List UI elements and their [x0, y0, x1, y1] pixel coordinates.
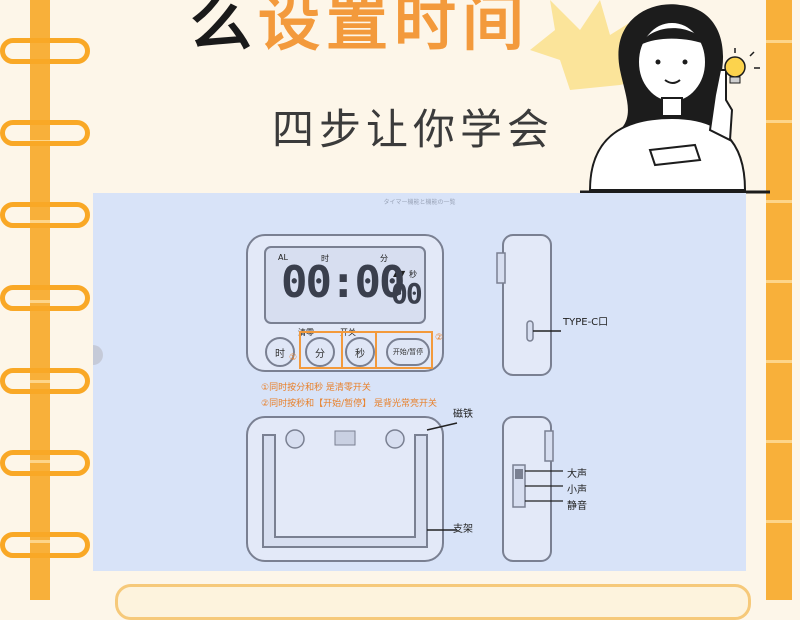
figure-caption: タイマー機能と機能の一覧 [383, 199, 456, 206]
hour-button[interactable]: 时 [265, 337, 295, 367]
timer-side-outline [496, 234, 561, 376]
lightbulb-icon [715, 48, 760, 84]
switch-loud-label: 大声 [567, 469, 587, 480]
note-backlight: ②同时按秒和【开始/暂停】 是背光常亮开关 [261, 399, 437, 409]
highlight-start-group [341, 331, 433, 369]
right-rail [766, 0, 792, 600]
display-sec: 秒 [409, 270, 417, 279]
panel-scroll-tab[interactable] [93, 345, 103, 365]
title-dark: 么 [190, 0, 259, 59]
marker-2: ② [435, 333, 444, 343]
highlight-clear-group [299, 331, 377, 369]
page-title: 么设置时间 [190, 0, 530, 62]
display-min: 分 [380, 254, 388, 263]
magnet-label: 磁铁 [453, 409, 473, 420]
display-arrows: ▲▼ [393, 269, 406, 278]
switch-quiet-label: 小声 [567, 485, 587, 496]
binder-ring [0, 285, 90, 311]
timer-front-outline [246, 234, 444, 372]
binder-ring [0, 120, 90, 146]
binder-ring [0, 450, 90, 476]
typec-label: TYPE-C口 [563, 317, 609, 328]
display-digits-main: 00:00 [281, 257, 405, 308]
binder-ring [0, 368, 90, 394]
minute-button[interactable]: 分 [305, 337, 335, 367]
bottom-card [115, 584, 751, 620]
binder-ring [0, 202, 90, 228]
note-clear: ①同时按分和秒 是清零开关 [261, 383, 371, 393]
display-hour: 时 [321, 254, 329, 263]
marker-1: ① [289, 353, 298, 363]
title-orange: 设置时间 [258, 0, 531, 59]
second-button[interactable]: 秒 [345, 337, 375, 367]
display-digits-sec: 00 [391, 277, 423, 310]
binder-ring [0, 532, 90, 558]
timer-side-switch-outline [502, 416, 563, 562]
binder-ring [0, 38, 90, 64]
timer-back-outline [246, 416, 458, 562]
switch-mute-label: 静音 [567, 501, 587, 512]
timer-diagram-panel: タイマー機能と機能の一覧 AL 时 分 秒 ▲▼ 00:00 00 清零 开关 … [93, 193, 746, 571]
stand-label: 支架 [453, 524, 473, 535]
girl-illustration [580, 4, 770, 194]
display-al: AL [278, 253, 288, 262]
page-subtitle: 四步让你学会 [272, 105, 555, 154]
start-pause-button[interactable]: 开始/暂停 [386, 338, 430, 366]
